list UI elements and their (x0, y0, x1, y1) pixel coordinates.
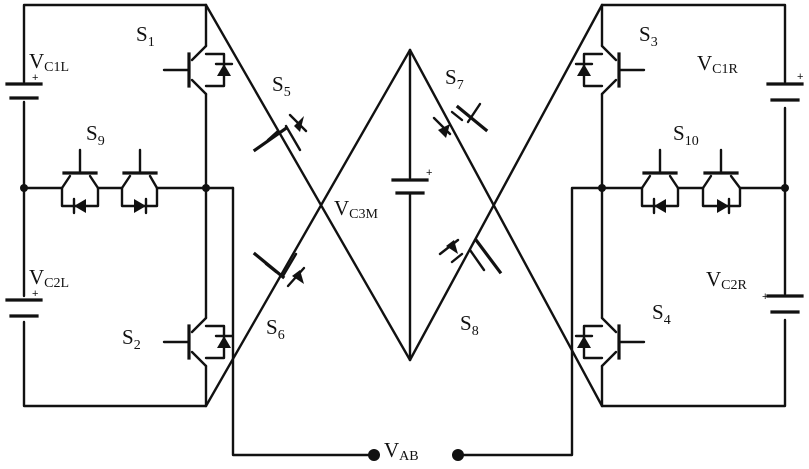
capacitor-vc1l: + (5, 72, 43, 100)
right-bridge-wires (600, 3, 787, 408)
switch-s2-igbt (162, 316, 234, 368)
polarity-plus: + (426, 167, 432, 179)
label-vc1r: VC1R (697, 51, 739, 77)
terminal-b (452, 449, 464, 461)
polarity-plus: + (797, 71, 803, 83)
label-s9: S9 (86, 121, 105, 149)
label-vc2r: VC2R (706, 267, 748, 293)
left-bridge-wires (22, 3, 208, 408)
polarity-plus: + (32, 288, 38, 300)
label-vc3m: VC3M (334, 196, 379, 222)
capacitor-vc1r: + (766, 71, 804, 102)
polarity-plus: + (32, 72, 38, 84)
label-s4: S4 (652, 300, 671, 328)
capacitor-vc3m: + (391, 48, 432, 362)
switch-s1-igbt (162, 44, 234, 96)
label-vc2l: VC2L (29, 265, 69, 291)
capacitor-vc2l: + (5, 288, 43, 318)
switch-s3-igbt (574, 44, 646, 96)
terminal-a (368, 449, 380, 461)
label-s1: S1 (136, 22, 155, 50)
switch-s4-igbt (574, 316, 646, 368)
label-vab: VAB (384, 438, 419, 464)
label-s3: S3 (639, 22, 658, 50)
polarity-plus: + (762, 291, 768, 303)
labels: S1 S2 S3 S4 S5 S6 S7 S8 S9 S10 VC1L VC2L… (29, 22, 748, 464)
label-s6: S6 (266, 315, 285, 343)
switch-s5-igbt (252, 113, 308, 153)
output-terminals (204, 186, 604, 461)
label-s7: S7 (445, 65, 464, 93)
label-s2: S2 (122, 325, 141, 353)
switch-s9-bidirectional (60, 148, 159, 215)
capacitor-vc2r: + (762, 291, 804, 314)
cross-connection-wires (204, 3, 604, 408)
label-s10: S10 (673, 121, 699, 149)
switch-s8-igbt (438, 237, 503, 275)
label-s8: S8 (460, 311, 479, 339)
label-vc1l: VC1L (29, 49, 69, 75)
switch-s6-igbt (252, 251, 306, 288)
label-s5: S5 (272, 72, 291, 100)
switch-s7-igbt (432, 102, 489, 138)
switch-s10-bidirectional (640, 148, 742, 215)
